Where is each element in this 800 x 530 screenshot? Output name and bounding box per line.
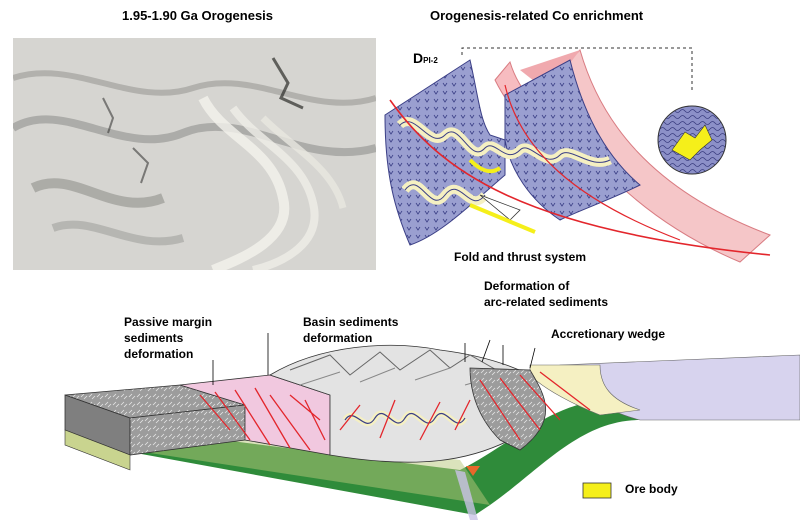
accretionary-wedge [529,364,641,416]
dashed-frame [461,47,693,92]
stage-label: DPI-2 [413,50,438,66]
thrust-fault-main [389,99,771,256]
fold-caption: Fold and thrust system [454,250,587,264]
passive-margin-label: Passive margin sediments deformation [124,315,213,361]
arc-label: Deformation of arc-related sediments [484,279,609,309]
ore-detail-fill [671,124,713,161]
leader-lines [212,333,536,385]
arc-sediments [469,367,547,451]
fold-block-right [504,59,641,221]
basin-label: Basin sediments deformation [303,315,399,345]
red-fault-network [199,371,591,451]
right-title: Orogenesis-related Co enrichment [430,8,644,23]
accretionary-label: Accretionary wedge [551,327,666,341]
thrust-fault-inner [504,84,681,241]
rock-photo [13,38,376,270]
basin-sediments [269,344,531,463]
rock-photo-texture [13,38,376,270]
magma-blob [466,466,480,476]
ore-body-legend-label: Ore body [625,482,678,496]
fold-block-left [384,59,506,246]
ore-layer-fold [468,158,502,174]
ore-body-swatch [582,482,612,499]
left-title: 1.95-1.90 Ga Orogenesis [122,8,274,23]
